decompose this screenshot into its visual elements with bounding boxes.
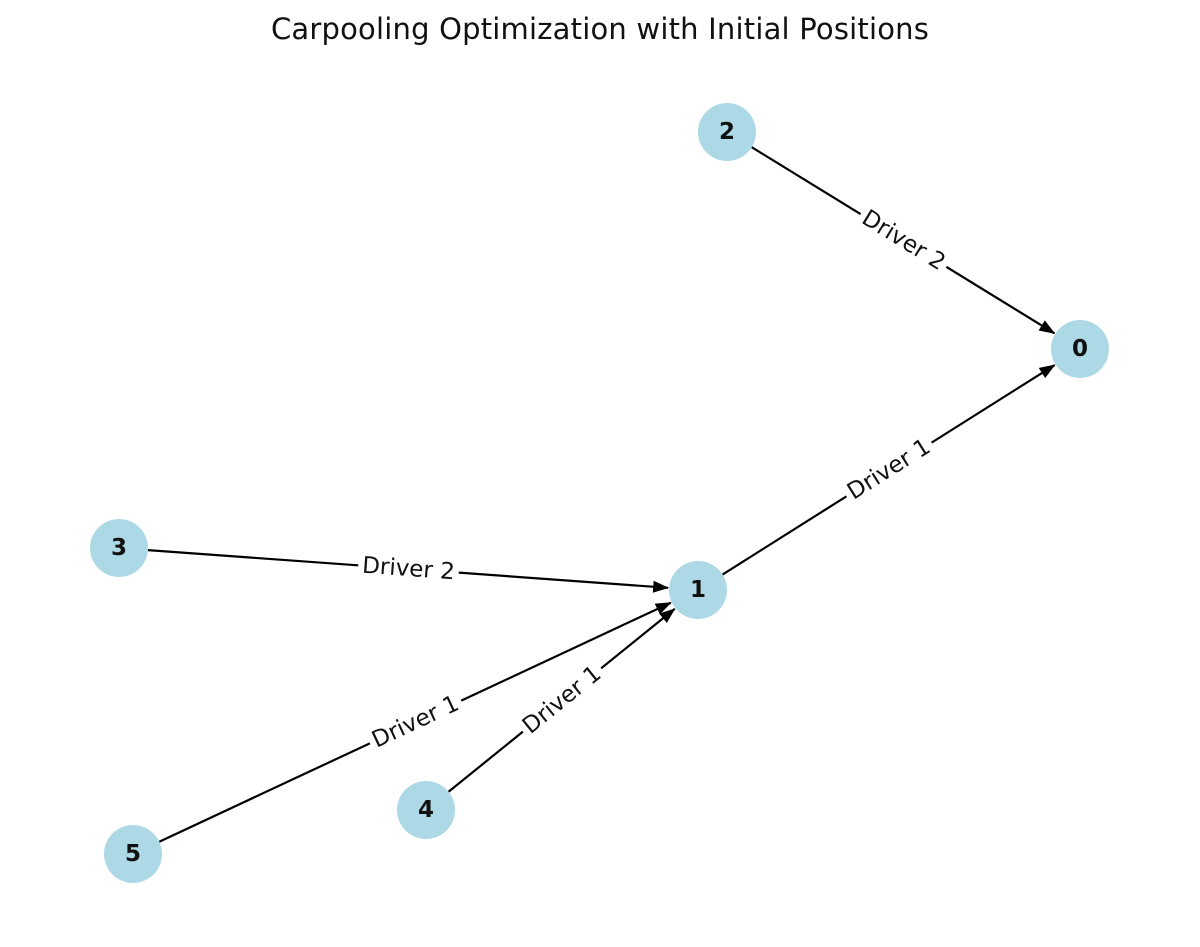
edge-2-to-0: Driver 2	[751, 146, 1056, 335]
node-circle	[1051, 320, 1109, 378]
node-label: 0	[1072, 336, 1088, 362]
edge-label-background	[514, 657, 610, 743]
diagram-title: Carpooling Optimization with Initial Pos…	[270, 12, 930, 46]
node-label: 3	[111, 535, 127, 561]
node-circle	[90, 519, 148, 577]
edge-label-background	[853, 202, 954, 279]
edge-label-group: Driver 1	[363, 687, 468, 757]
edge-label: Driver 2	[857, 205, 950, 276]
node-circle	[104, 825, 162, 883]
edge-4-to-1: Driver 1	[447, 608, 676, 793]
node-label: 4	[418, 797, 434, 823]
edge-label-background	[838, 430, 940, 509]
node-label: 5	[125, 841, 141, 867]
edge-label-background	[357, 551, 460, 587]
node-0: 0	[1051, 320, 1109, 378]
node-1: 1	[669, 561, 727, 619]
node-4: 4	[397, 781, 455, 839]
node-circle	[698, 103, 756, 161]
edge-label-group: Driver 1	[838, 430, 940, 509]
edge-label: Driver 1	[518, 661, 606, 740]
node-circle	[397, 781, 455, 839]
edge-label: Driver 1	[843, 434, 935, 505]
node-label: 1	[690, 577, 706, 603]
edge-3-to-1: Driver 2	[147, 549, 670, 593]
nodes-layer: 0 1 2 3 4 5	[90, 103, 1109, 883]
node-2: 2	[698, 103, 756, 161]
edge-label-group: Driver 2	[853, 202, 954, 279]
edge-label-group: Driver 2	[357, 551, 460, 587]
node-label: 2	[719, 119, 735, 145]
node-3: 3	[90, 519, 148, 577]
edge-label-background	[363, 687, 468, 757]
edge-1-to-0: Driver 1	[721, 364, 1056, 576]
node-5: 5	[104, 825, 162, 883]
node-circle	[669, 561, 727, 619]
edges-layer: Driver 2 Driver 1 Driver 2 Driver 1 Driver 1	[147, 146, 1056, 843]
edge-label: Driver 1	[368, 691, 463, 754]
